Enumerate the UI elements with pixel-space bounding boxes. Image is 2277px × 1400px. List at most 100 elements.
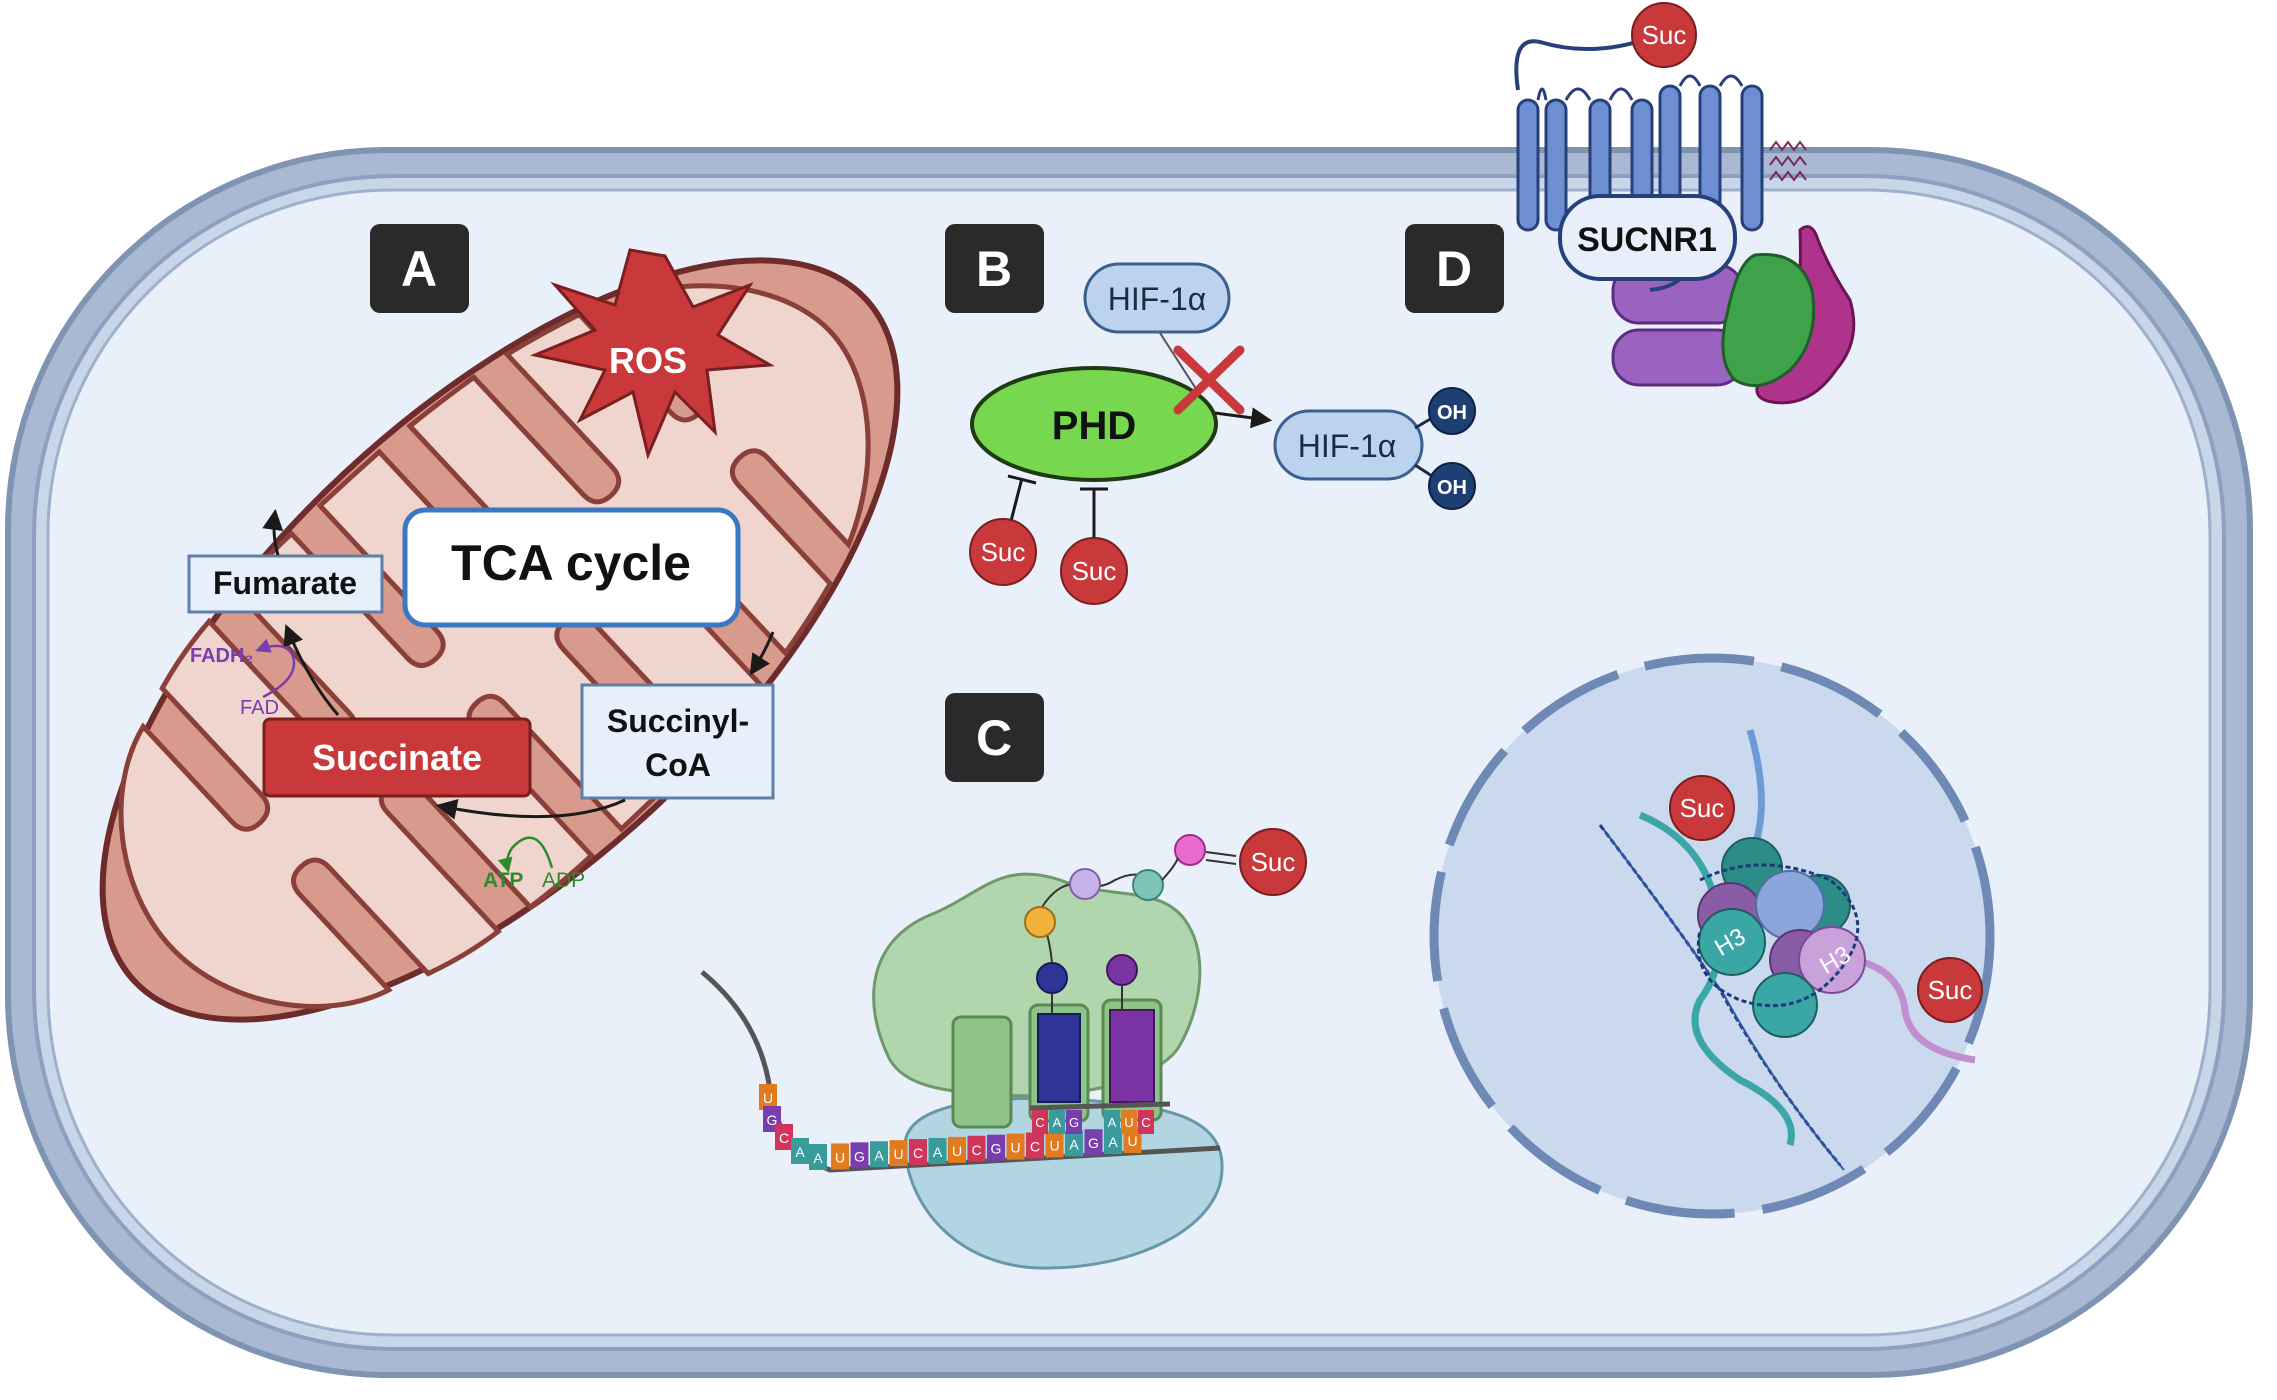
trna-base-letter: U xyxy=(1124,1115,1133,1130)
suc-molecule-c: Suc xyxy=(1239,828,1307,896)
mrna-base-letter: C xyxy=(779,1130,789,1146)
trna-a-body xyxy=(1109,1009,1155,1103)
mrna-base: A xyxy=(1104,1128,1122,1155)
anticodon-bar xyxy=(1029,1101,1171,1111)
mrna-base: C xyxy=(909,1139,927,1166)
atp-label: ATP xyxy=(483,869,523,892)
mrna-base: A xyxy=(870,1141,888,1168)
mrna-base-letter: U xyxy=(1127,1133,1137,1149)
trna-base: G xyxy=(1066,1110,1082,1134)
peptide-bead-3 xyxy=(1132,869,1164,901)
nucleosome: H3 H3 xyxy=(1696,837,1866,1038)
nucleus: H3 H3 Suc Suc xyxy=(1429,653,1995,1219)
mrna-base-letter: A xyxy=(1108,1134,1118,1150)
mrna-base: G xyxy=(987,1134,1005,1161)
mrna-base: A xyxy=(1065,1130,1083,1157)
nuclear-envelope xyxy=(1429,653,1995,1219)
panel-label-b-text: B xyxy=(976,241,1012,297)
mrna-base: G xyxy=(850,1142,869,1169)
tca-cycle-label: TCA cycle xyxy=(451,535,691,591)
mrna-base-letter: U xyxy=(1010,1140,1020,1156)
mrna-base-letter: A xyxy=(1069,1136,1079,1152)
fad-label: FAD xyxy=(240,697,279,719)
ros-star-icon xyxy=(529,248,775,460)
mrna-base: C xyxy=(967,1135,986,1162)
lipid-anchors xyxy=(1769,140,1807,182)
suc-molecule-d: Suc xyxy=(1631,2,1697,68)
suc-molecule-b2: Suc xyxy=(1060,537,1128,605)
trna-base: U xyxy=(1121,1110,1137,1134)
suc-molecule-n2: Suc xyxy=(1917,957,1983,1023)
fumarate-label: Fumarate xyxy=(213,565,357,601)
hif-top-label: HIF-1α xyxy=(1108,281,1207,317)
mrna-base-letter: C xyxy=(971,1142,981,1158)
suc-b1-label: Suc xyxy=(981,537,1026,567)
trna-base: C xyxy=(1032,1110,1048,1134)
mrna-base-letter: U xyxy=(763,1090,773,1106)
succinate-label: Succinate xyxy=(312,737,482,778)
succinyl-coa-label-2: CoA xyxy=(645,747,711,783)
mrna-base: C xyxy=(775,1124,793,1150)
hif-pathway: HIF-1α PHD HIF-1α OH OH xyxy=(969,262,1476,605)
mrna-base: U xyxy=(1045,1131,1064,1158)
suc-n1-label: Suc xyxy=(1680,793,1725,823)
inhibition-x-icon xyxy=(1173,345,1245,415)
trna-base-letter: C xyxy=(1141,1115,1150,1130)
arrow-fumarate-up xyxy=(262,508,284,556)
trna-base: A xyxy=(1049,1110,1065,1134)
mrna-base: U xyxy=(889,1140,908,1167)
succinate-box: Succinate xyxy=(262,717,532,798)
panel-label-a: A xyxy=(370,224,469,313)
mrna-base: A xyxy=(928,1137,947,1164)
arrow-succinate-to-fumarate xyxy=(283,624,340,716)
mrna-base: G xyxy=(1084,1129,1103,1156)
peptide-bead-4 xyxy=(1174,834,1206,866)
ros-burst: ROS xyxy=(529,248,775,460)
fumarate-box: Fumarate xyxy=(187,554,384,614)
suc-b2-label: Suc xyxy=(1072,556,1117,586)
g-protein-alpha-green xyxy=(1721,252,1816,388)
mrna-base-letter: C xyxy=(1030,1139,1040,1155)
mrna-base-letter: U xyxy=(835,1149,845,1165)
mrna-base-letter: G xyxy=(991,1141,1002,1157)
fad-curve-arrow xyxy=(255,638,296,699)
mrna-base: U xyxy=(831,1143,849,1170)
suc-c-label: Suc xyxy=(1251,847,1296,877)
panel-label-a-text: A xyxy=(401,241,437,297)
mrna-base-letter: A xyxy=(933,1144,943,1160)
trna-base-letter: A xyxy=(1053,1115,1062,1130)
trna-base: A xyxy=(1104,1110,1120,1134)
ros-label: ROS xyxy=(609,340,687,381)
trna-base-letter: G xyxy=(1069,1115,1079,1130)
histone-tail-pink xyxy=(1854,956,1976,1064)
mrna-base-letter: U xyxy=(952,1143,962,1159)
mrna-base-letter: A xyxy=(874,1147,884,1163)
tca-cycle-box: TCA cycle xyxy=(402,507,741,628)
succinyl-coa-label-1: Succinyl- xyxy=(607,703,749,739)
oh-label-1: OH xyxy=(1437,402,1467,424)
panel-label-c: C xyxy=(945,693,1044,782)
sucnr1-receptor: SUCNR1 Suc xyxy=(1514,2,1856,405)
trna-e-site xyxy=(951,1015,1013,1129)
mrna-base-letter: G xyxy=(854,1148,865,1164)
succinyl-coa-box: Succinyl- CoA xyxy=(580,683,775,800)
panel-label-d-text: D xyxy=(1436,241,1472,297)
suc-d-label: Suc xyxy=(1642,20,1687,50)
amino-acid-blue xyxy=(1036,962,1068,994)
phd-enzyme: PHD xyxy=(970,366,1218,482)
mrna-base: C xyxy=(1026,1132,1044,1159)
tca-arrows xyxy=(262,508,775,820)
phd-to-hif-arrow xyxy=(1214,407,1273,429)
amino-acid-purple xyxy=(1106,954,1138,986)
oh-label-2: OH xyxy=(1437,477,1467,499)
arrow-tca-to-succinylcoa xyxy=(749,631,775,676)
hif-to-phd-line xyxy=(1159,332,1201,396)
suc-molecule-b1: Suc xyxy=(969,518,1037,586)
arrow-succinylcoa-to-succinate xyxy=(435,798,626,820)
mrna-base-letter: U xyxy=(1049,1137,1059,1153)
mrna-base: A xyxy=(791,1138,809,1164)
mrna-base-letter: C xyxy=(913,1145,923,1161)
